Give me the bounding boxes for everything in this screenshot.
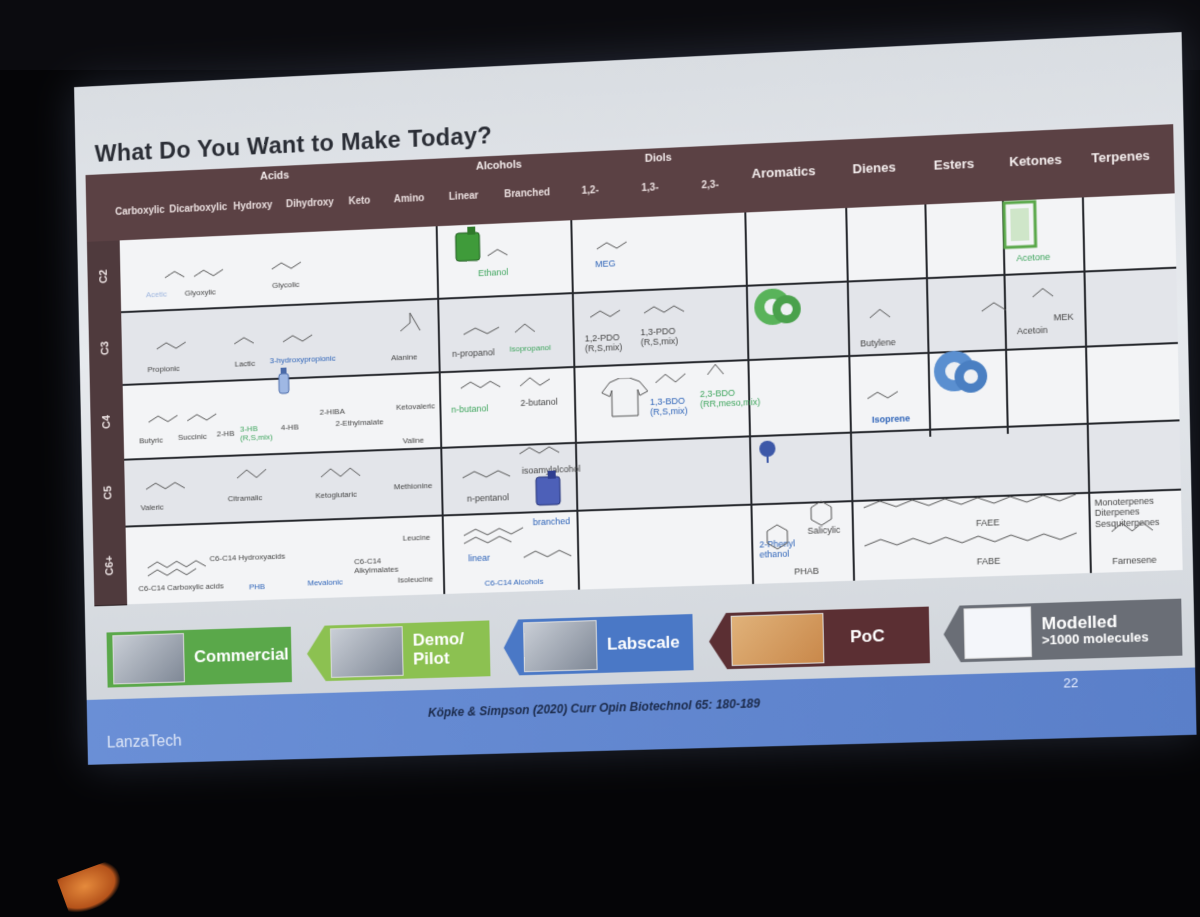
header-terpenes: Terpenes — [1091, 147, 1151, 166]
header-diols: Diols — [644, 151, 672, 165]
header-linear: Linear — [448, 190, 479, 203]
door-icon — [1000, 199, 1042, 251]
header-keto: Keto — [348, 195, 371, 208]
header-branched: Branched — [504, 187, 551, 201]
header-aromatics: Aromatics — [751, 163, 816, 182]
header-dienes: Dienes — [852, 159, 896, 177]
header-esters: Esters — [933, 155, 975, 173]
legend-modelled: Modelled >1000 molecules — [943, 599, 1182, 663]
legend-poc: PoC — [708, 607, 930, 670]
header-ketones: Ketones — [1009, 151, 1062, 170]
bottle-icon — [276, 367, 292, 395]
molecule-structures — [87, 241, 1183, 605]
fuel-can-icon — [453, 226, 483, 263]
citation: Köpke & Simpson (2020) Curr Opin Biotech… — [427, 696, 761, 720]
tire-icon-green — [753, 287, 802, 326]
fuel-can-icon-blue — [534, 470, 565, 507]
tshirt-icon — [601, 377, 648, 418]
lab-thumbnail — [523, 620, 598, 672]
header-amino: Amino — [393, 193, 425, 206]
header-hydroxy: Hydroxy — [233, 199, 273, 213]
header-diol-23: 2,3- — [701, 179, 719, 192]
header-dicarboxylic: Dicarboxylic — [169, 202, 228, 216]
molecule-grid: C2 C3 C4 C5 C6+ Acetic Glyoxylic — [86, 193, 1183, 607]
header-carboxylic: Carboxylic — [115, 204, 165, 218]
tire-icon-blue — [933, 350, 988, 394]
lanzatech-logo: LanzaTech — [106, 732, 182, 752]
maturity-legend: Commercial Demo/ Pilot Labscale PoC Mode… — [85, 633, 86, 688]
header-diol-13: 1,3- — [641, 182, 659, 195]
header-alcohols: Alcohols — [475, 158, 523, 173]
legend-modelled-sub: >1000 molecules — [1041, 629, 1149, 648]
legend-demo-pilot: Demo/ Pilot — [306, 620, 490, 681]
pilot-plant-thumbnail — [330, 626, 404, 678]
header-dihydroxy: Dihydroxy — [285, 197, 334, 211]
legend-commercial: Commercial — [106, 626, 292, 688]
page-number: 22 — [1063, 674, 1079, 691]
header-diol-12: 1,2- — [581, 185, 599, 197]
well-plate-thumbnail — [731, 613, 825, 666]
rose-icon — [759, 440, 776, 463]
legend-labscale: Labscale — [503, 614, 693, 676]
slide: What Do You Want to Make Today? Acids Ca… — [74, 32, 1197, 765]
computer-monitor-icon — [963, 606, 1032, 659]
commercial-plant-thumbnail — [112, 633, 185, 685]
header-acids: Acids — [259, 169, 290, 183]
